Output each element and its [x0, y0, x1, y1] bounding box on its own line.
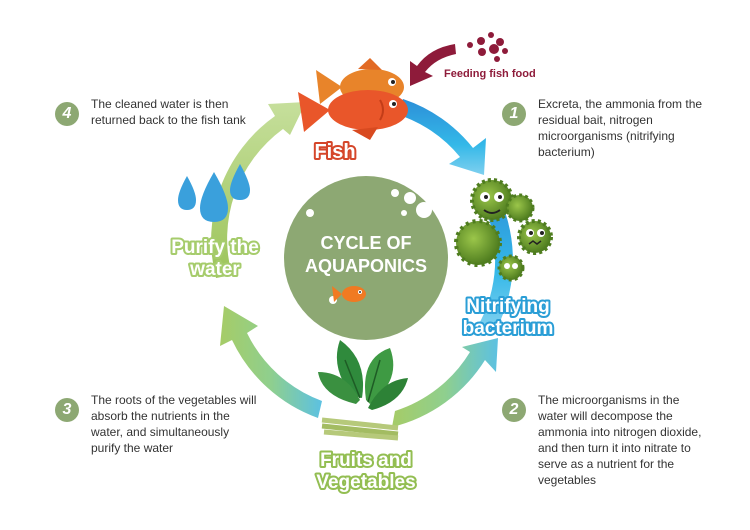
arrow-bacteria-side: [476, 185, 513, 328]
step-number-badge: 3: [55, 398, 79, 422]
arrow-vegetables-to-purify: [220, 306, 322, 418]
stage-label-nitrifying-line2: bacterium: [463, 318, 554, 339]
water-drops-icon: [178, 164, 250, 222]
fish-food-icon: [467, 32, 508, 62]
center-circle: [284, 176, 448, 340]
step-number-badge: 2: [502, 398, 526, 422]
center-title-line2: AQUAPONICS: [305, 256, 427, 276]
feeding-arrow-icon: [410, 44, 456, 86]
arrow-bacteria-to-vegetables: [392, 338, 498, 427]
step-description: Excreta, the ammonia from the residual b…: [538, 97, 703, 159]
step-number-badge: 1: [502, 102, 526, 126]
stage-label-fish: Fish: [314, 141, 355, 163]
center-title-line1: CYCLE OF: [320, 233, 411, 253]
stage-label-nitrifying-line1: Nitrifying: [466, 296, 549, 317]
step-description: The cleaned water is then returned back …: [91, 97, 246, 127]
stage-label-fruits-line1: Fruits and: [320, 450, 412, 471]
arrow-fish-to-bacteria: [396, 99, 486, 175]
stage-label-purify-line1: Purify the: [171, 237, 259, 258]
step-description: The microorganisms in the water will dec…: [538, 393, 702, 487]
bacteria-icon: [454, 178, 553, 282]
stage-label-fruits-line2: Vegetables: [316, 472, 415, 493]
stage-label-purify-line2: water: [189, 259, 240, 280]
vegetables-icon: [318, 340, 408, 441]
small-fish-icon: [332, 286, 366, 302]
feeding-label: Feeding fish food: [444, 68, 536, 80]
fish-icon: [298, 58, 408, 140]
step-number-badge: 4: [55, 102, 79, 126]
step-description: The roots of the vegetables will absorb …: [91, 393, 257, 455]
